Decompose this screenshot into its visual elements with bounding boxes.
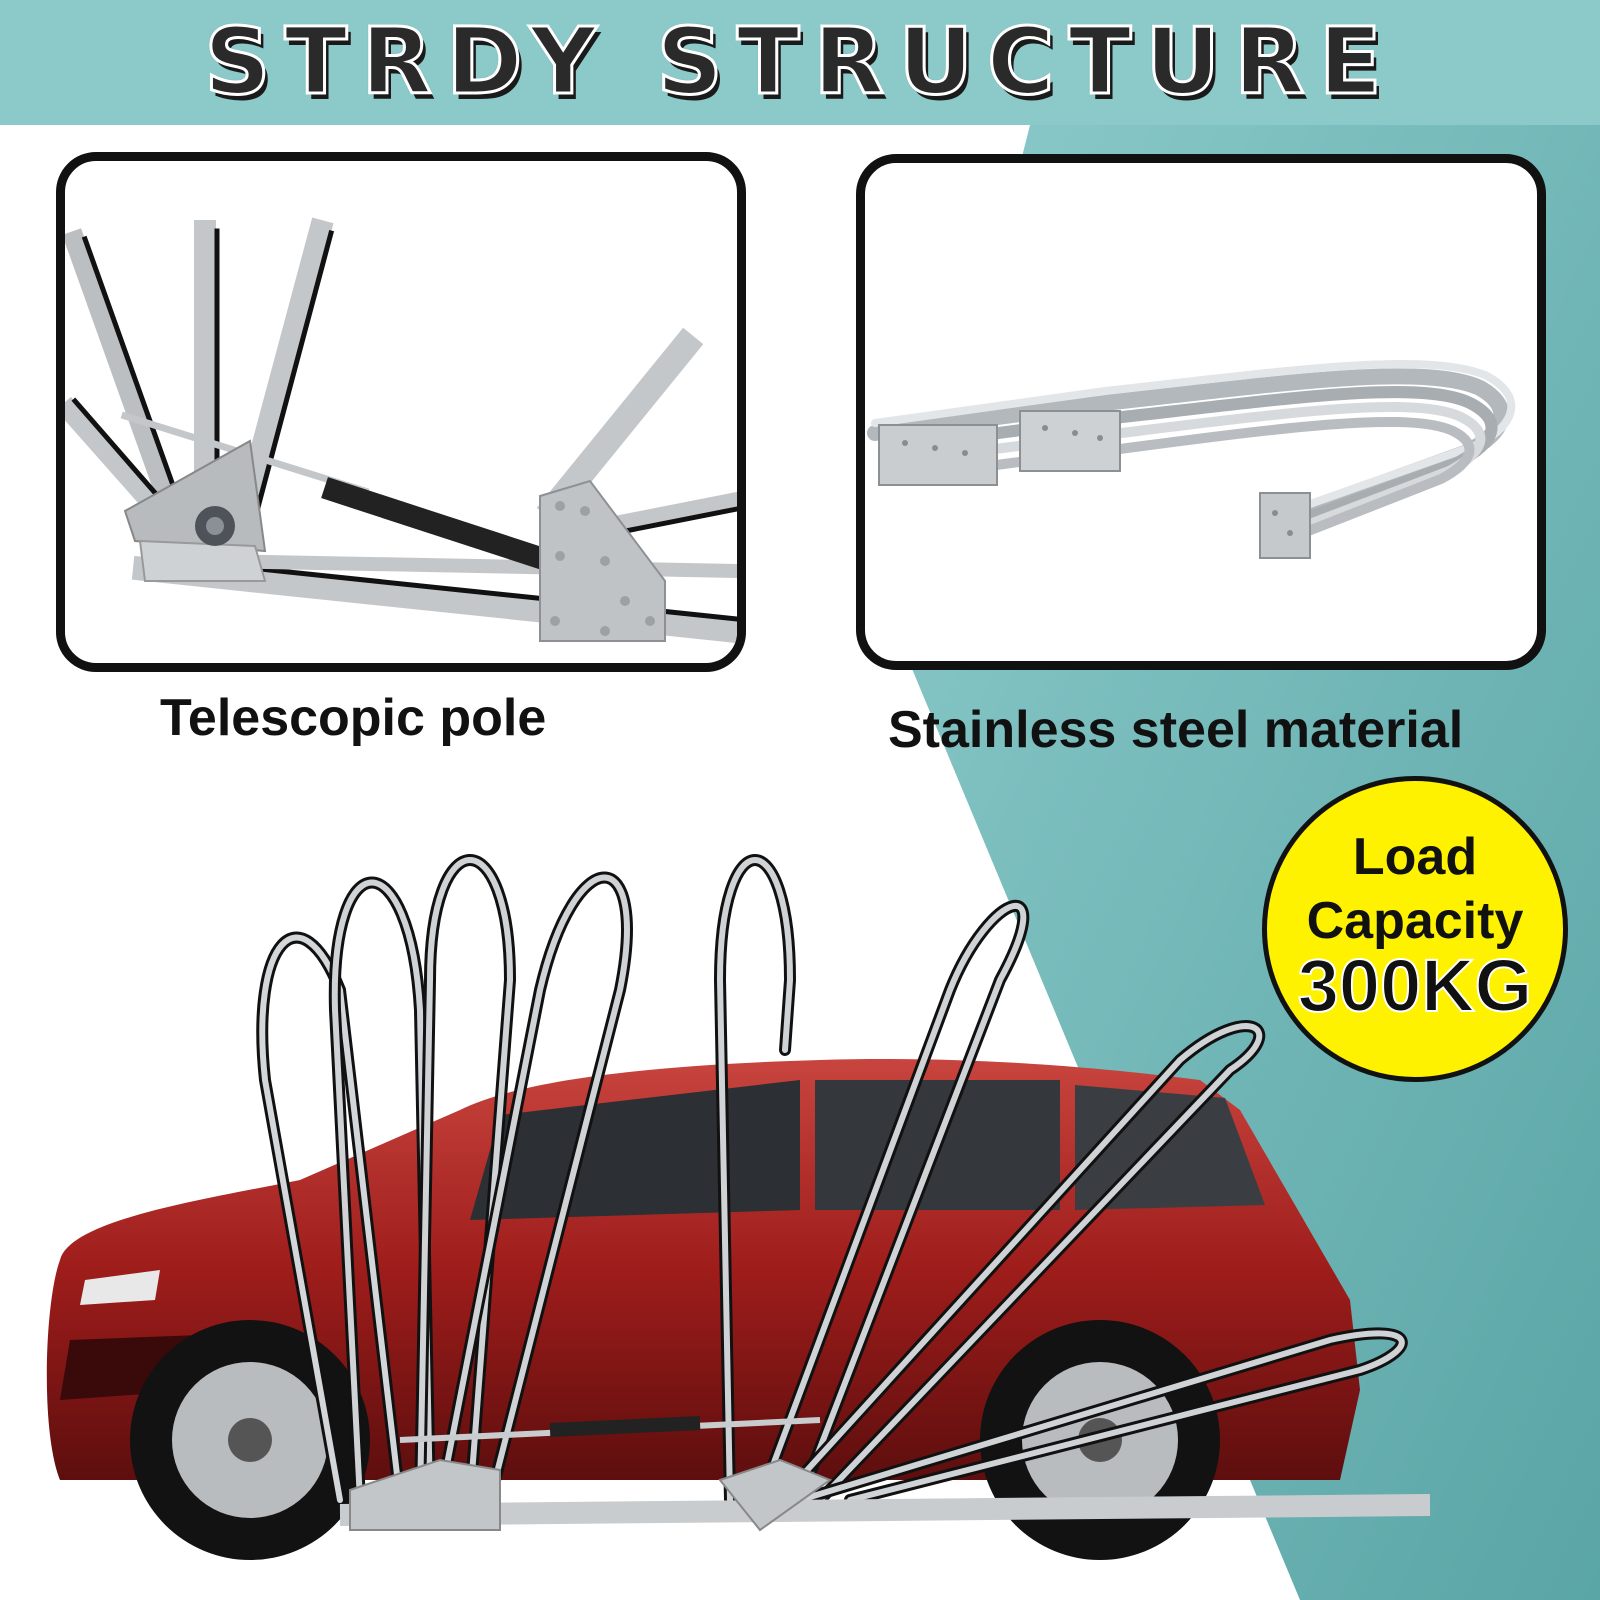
badge-line-1: Load [1352,828,1478,886]
telescopic-pole-caption: Telescopic pole [160,689,547,747]
base-rail [339,1494,1431,1526]
load-capacity-badge: Load Capacity 300KG [1262,776,1568,1082]
header-band [0,0,1600,125]
base-hinge-left [349,1458,501,1531]
stainless-steel-panel [856,154,1546,670]
badge-capacity-value: 300KG [1297,943,1533,1028]
telescopic-pole-panel [56,152,746,672]
stainless-steel-frame [256,854,1408,1506]
badge-line-2: Capacity [1306,892,1524,950]
car-shelter-illustration [46,854,1431,1560]
base-hinge-right [718,1458,833,1532]
folded-frame-illustration [867,360,1516,559]
stainless-steel-caption: Stainless steel material [888,701,1464,759]
page-title: STRDY STRUCTURE [203,7,1396,117]
hinge-joint-illustration [65,217,737,644]
